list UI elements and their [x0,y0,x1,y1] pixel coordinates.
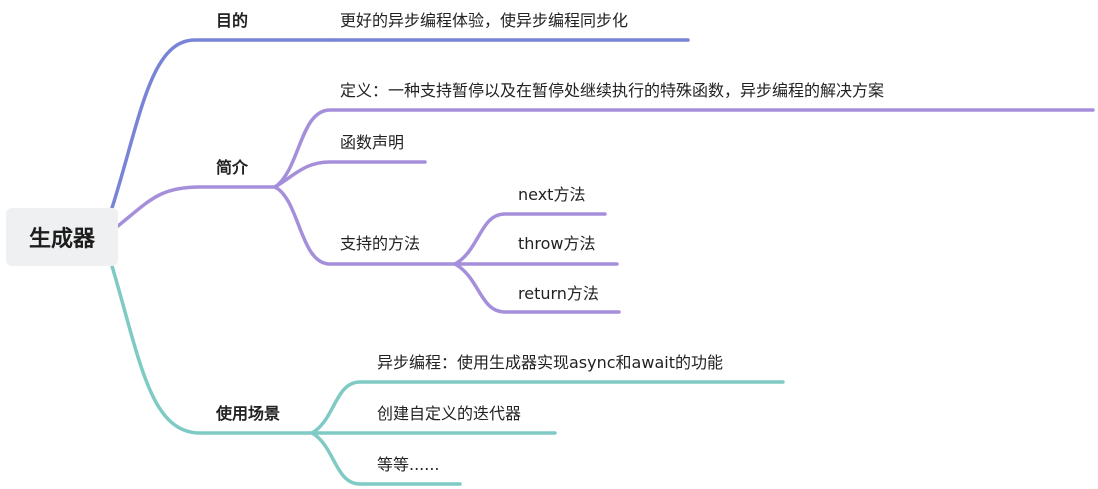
node-method-next[interactable]: next方法 [518,185,586,204]
root-label: 生成器 [28,227,95,252]
node-purpose-detail[interactable]: 更好的异步编程体验，使异步编程同步化 [340,11,629,30]
node-purpose[interactable]: 目的 [216,11,249,30]
node-usage-iterator[interactable]: 创建自定义的迭代器 [377,404,522,423]
link-intro-declaration [273,160,427,189]
link-intro [116,185,277,228]
link-usage-async [310,380,785,435]
node-usage[interactable]: 使用场景 [216,404,281,423]
node-method-throw[interactable]: throw方法 [518,234,596,253]
node-method-return[interactable]: return方法 [518,284,599,303]
link-purpose [110,38,332,210]
link-usage-etc [310,431,462,486]
node-intro-methods[interactable]: 支持的方法 [340,234,421,253]
link-usage [110,264,314,435]
node-intro-declaration[interactable]: 函数声明 [340,133,405,152]
link-method-return [453,262,621,314]
node-intro-definition[interactable]: 定义：一种支持暂停以及在暂停处继续执行的特殊函数，异步编程的解决方案 [340,81,885,100]
root-node[interactable]: 生成器 [6,208,118,266]
node-intro[interactable]: 简介 [216,158,249,177]
link-intro-definition [273,108,1095,189]
node-usage-async[interactable]: 异步编程：使用生成器实现async和await的功能 [377,353,723,372]
link-intro-methods [273,185,457,266]
node-usage-etc[interactable]: 等等...... [377,455,440,474]
link-method-next [453,212,607,266]
